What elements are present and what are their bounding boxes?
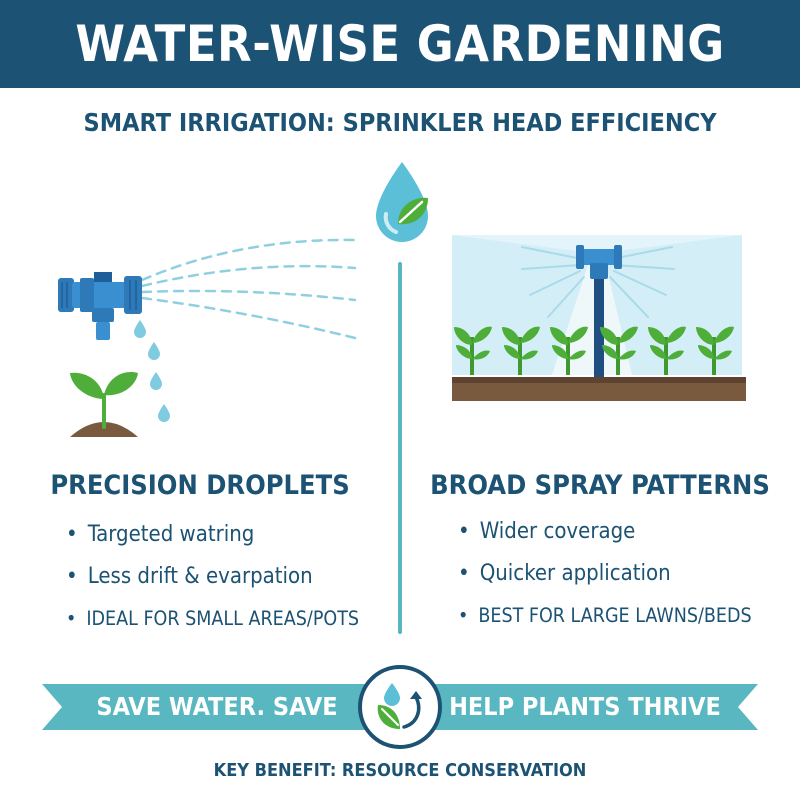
bottom-banner	[42, 665, 758, 749]
left-heading: PRECISION DROPLETS	[50, 470, 350, 501]
list-item: IDEAL FOR SMALL AREAS/POTS	[66, 598, 359, 640]
water-drop-leaf-icon	[376, 162, 428, 242]
recycle-drop-leaf-icon	[377, 683, 422, 729]
page-subtitle: SMART IRRIGATION: SPRINKLER HEAD EFFICIE…	[83, 108, 717, 137]
header-bar	[0, 0, 800, 88]
right-bullet-list: Wider coverage Quicker application BEST …	[458, 511, 752, 637]
list-item: BEST FOR LARGE LAWNS/BEDS	[458, 595, 751, 637]
list-item: Wider coverage	[458, 511, 752, 553]
center-divider	[398, 262, 402, 634]
seedling-icon	[70, 371, 138, 437]
right-heading: BROAD SPRAY PATTERNS	[430, 470, 770, 501]
broad-sprinkler-icon	[452, 235, 746, 401]
banner-left-text: SAVE WATER. SAVE MONEY.	[96, 692, 338, 765]
page-title: WATER-WISE GARDENING	[75, 15, 725, 73]
footer-text: KEY BENEFIT: RESOURCE CONSERVATION	[213, 760, 587, 781]
list-item: Targeted watring	[66, 514, 359, 556]
banner-right-text: HELP PLANTS THRIVE	[449, 692, 721, 721]
precision-nozzle-icon	[58, 238, 357, 340]
left-bullet-list: Targeted watring Less drift & evarpation…	[66, 514, 359, 640]
droplets-icon	[134, 320, 170, 422]
list-item: Less drift & evarpation	[66, 556, 359, 598]
list-item: Quicker application	[458, 553, 752, 595]
